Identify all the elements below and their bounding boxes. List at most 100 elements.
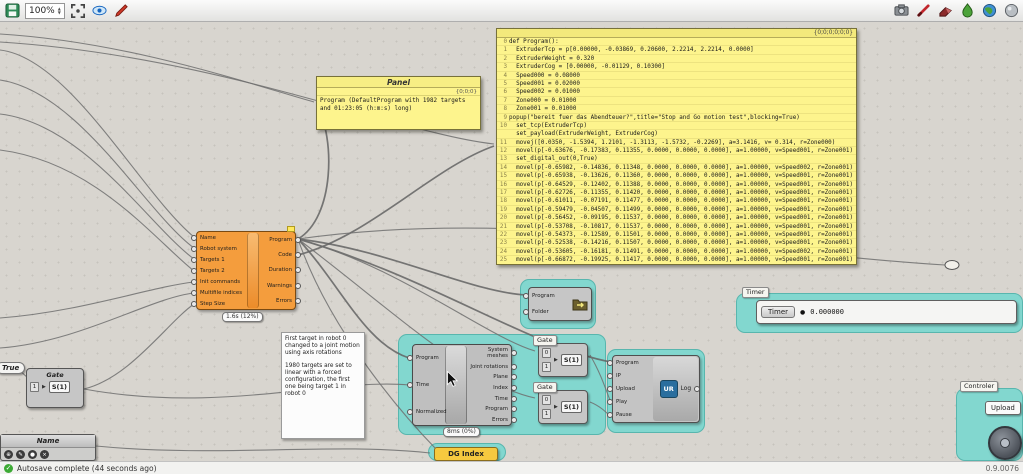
- input-port[interactable]: Name: [197, 235, 247, 241]
- save-icon[interactable]: [3, 2, 21, 20]
- input-port[interactable]: Targets 1: [197, 257, 247, 263]
- wire[interactable]: [95, 445, 431, 454]
- output-port[interactable]: Errors: [467, 417, 511, 423]
- output-port[interactable]: Program: [467, 406, 511, 412]
- create-program-center[interactable]: [247, 233, 259, 308]
- gate-node[interactable]: 0 1 ▶ S(1): [538, 343, 588, 377]
- gate-node-title: Gate: [46, 371, 64, 379]
- red-marker-icon[interactable]: [914, 2, 932, 20]
- wire[interactable]: [297, 238, 527, 296]
- gate-node-label: Gate: [533, 382, 557, 393]
- runtime-badge: 8ms (0%): [443, 427, 480, 437]
- canvas-toolbar: 100% ▲▼: [0, 0, 1023, 22]
- wire[interactable]: [0, 149, 195, 272]
- input-port[interactable]: Targets 2: [197, 268, 247, 274]
- panel-node[interactable]: Panel {0;0;0} Program (DefaultProgram wi…: [316, 76, 481, 130]
- timer-node[interactable]: Timer ● 0.000000: [756, 300, 1017, 324]
- code-line: 11 movej([0.0350, -1.5394, 1.2101, -1.31…: [497, 139, 856, 148]
- controller-knob[interactable]: [988, 426, 1022, 460]
- output-port[interactable]: Errors: [259, 298, 295, 304]
- code-line: 18 movel(p[-0.61011, -0.07191, 0.11477, …: [497, 197, 856, 206]
- toggle-value: True: [2, 364, 20, 372]
- output-port[interactable]: Time: [467, 396, 511, 402]
- code-line: 12 movel(p[-0.63676, -0.17383, 0.11355, …: [497, 147, 856, 156]
- log-output-port[interactable]: Log: [681, 386, 694, 392]
- dg-index-node[interactable]: DG Index: [434, 447, 498, 461]
- output-port[interactable]: System meshes: [467, 347, 511, 359]
- gate-input-top[interactable]: 0: [542, 395, 551, 405]
- boolean-toggle[interactable]: True: [0, 362, 26, 374]
- zoom-extents-icon[interactable]: [69, 2, 87, 20]
- gate-stream-selector[interactable]: S(1): [560, 401, 583, 413]
- gate-node[interactable]: 0 1 ▶ S(1): [538, 390, 588, 424]
- input-port[interactable]: Pause: [613, 412, 653, 418]
- gate-stream-selector[interactable]: S(1): [48, 381, 71, 393]
- zoom-control[interactable]: 100% ▲▼: [25, 2, 65, 19]
- output-port[interactable]: Duration: [259, 267, 295, 273]
- preview-eye-icon[interactable]: [91, 2, 109, 20]
- gate-input-bottom[interactable]: 1: [542, 409, 551, 419]
- output-port[interactable]: Index: [467, 385, 511, 391]
- zoom-spinner[interactable]: ▲▼: [57, 5, 61, 15]
- output-port[interactable]: Program: [259, 237, 295, 243]
- wire[interactable]: [0, 33, 315, 103]
- globe-icon[interactable]: [980, 2, 998, 20]
- program-folder-node[interactable]: Program Folder: [528, 287, 592, 321]
- timer-button[interactable]: Timer: [761, 306, 796, 318]
- wire[interactable]: [83, 303, 195, 390]
- scribble-note[interactable]: First target in robot 0 changed to a joi…: [281, 332, 365, 439]
- wire-stub-icon[interactable]: [944, 260, 960, 270]
- input-port[interactable]: Init commands: [197, 279, 247, 285]
- gate-input-bottom[interactable]: 1: [542, 362, 551, 372]
- input-port[interactable]: IP: [613, 373, 653, 379]
- wire[interactable]: [297, 145, 495, 256]
- input-port[interactable]: Play: [613, 399, 653, 405]
- name-panel-title: Name: [1, 435, 95, 448]
- output-port[interactable]: Plane: [467, 374, 511, 380]
- camera-icon[interactable]: [892, 2, 910, 20]
- gate-input-top[interactable]: 0: [542, 348, 551, 358]
- output-port[interactable]: Joint rotations: [467, 364, 511, 370]
- gate-node[interactable]: Gate 1 ▶ S(1): [26, 368, 84, 408]
- input-port[interactable]: Multifile indices: [197, 290, 247, 296]
- input-port[interactable]: Robot system: [197, 246, 247, 252]
- sketch-pen-icon[interactable]: [113, 2, 131, 20]
- paint-icon[interactable]: [958, 2, 976, 20]
- input-port[interactable]: Program: [613, 360, 653, 366]
- wire[interactable]: [0, 79, 195, 249]
- wire[interactable]: [0, 113, 195, 260]
- name-panel-node[interactable]: Name ⊕ ✎ ● ×: [0, 434, 96, 461]
- close-icon[interactable]: ×: [40, 450, 49, 459]
- gate-input-bottom[interactable]: 1: [30, 382, 39, 392]
- input-port[interactable]: Step Size: [197, 301, 247, 307]
- dot-icon[interactable]: ●: [28, 450, 37, 459]
- wire[interactable]: [0, 49, 195, 238]
- mouse-cursor: [447, 371, 458, 387]
- input-port[interactable]: Program: [529, 293, 572, 299]
- sphere-icon[interactable]: [1002, 2, 1020, 20]
- input-port[interactable]: Folder: [529, 309, 572, 315]
- wire[interactable]: [0, 292, 195, 349]
- upload-button[interactable]: Upload: [985, 401, 1021, 415]
- code-line: 14 movel(p[-0.65982, -0.14836, 0.11348, …: [497, 164, 856, 173]
- warning-tag-icon[interactable]: [287, 226, 295, 232]
- output-port[interactable]: Warnings: [259, 283, 295, 289]
- input-port[interactable]: Program: [413, 355, 445, 361]
- wire[interactable]: [0, 281, 195, 319]
- eraser-icon[interactable]: [936, 2, 954, 20]
- lock-icon[interactable]: ⊕: [4, 450, 13, 459]
- input-port[interactable]: Normalized: [413, 409, 447, 415]
- edit-icon[interactable]: ✎: [16, 450, 25, 459]
- input-port[interactable]: Upload: [613, 386, 653, 392]
- output-port[interactable]: Code: [259, 252, 295, 258]
- input-port[interactable]: Time: [413, 382, 445, 388]
- gate-stream-selector[interactable]: S(1): [560, 354, 583, 366]
